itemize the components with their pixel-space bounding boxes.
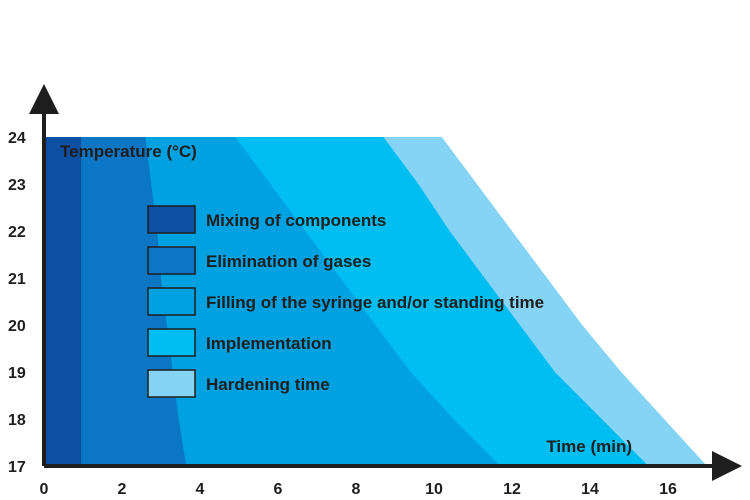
- y-tick-label: 23: [8, 177, 26, 194]
- x-tick-label: 6: [274, 481, 283, 498]
- y-tick-label: 24: [8, 130, 26, 147]
- x-tick-label: 14: [581, 481, 599, 498]
- legend-swatch: [147, 369, 196, 398]
- legend-label: Implementation: [206, 334, 332, 353]
- legend-label: Mixing of components: [206, 211, 386, 230]
- x-tick-label: 10: [425, 481, 443, 498]
- legend-label: Filling of the syringe and/or standing t…: [206, 293, 544, 312]
- area-mixing-of-components: [44, 137, 82, 466]
- legend-label: Hardening time: [206, 375, 330, 394]
- x-tick-label: 0: [40, 481, 49, 498]
- x-tick-label: 4: [196, 481, 205, 498]
- x-axis-arrow-icon: [712, 451, 742, 481]
- x-tick-label: 2: [118, 481, 127, 498]
- y-tick-label: 20: [8, 318, 26, 335]
- x-axis-title: Time (min): [546, 437, 632, 456]
- y-tick-label: 22: [8, 224, 26, 241]
- x-tick-label: 12: [503, 481, 521, 498]
- y-tick-label: 19: [8, 365, 26, 382]
- axes-group: [29, 84, 742, 481]
- y-axis-title: Temperature (°C): [60, 142, 197, 161]
- y-tick-label: 17: [8, 459, 26, 476]
- legend-label: Elimination of gases: [206, 252, 371, 271]
- y-tick-label: 21: [8, 271, 26, 288]
- y-tick-label: 18: [8, 412, 26, 429]
- y-axis-arrow-icon: [29, 84, 59, 114]
- x-tick-label: 8: [352, 481, 361, 498]
- legend-swatch: [147, 287, 196, 316]
- legend-swatch: [147, 205, 196, 234]
- x-tick-label: 16: [659, 481, 677, 498]
- legend-swatch: [147, 246, 196, 275]
- legend-swatch: [147, 328, 196, 357]
